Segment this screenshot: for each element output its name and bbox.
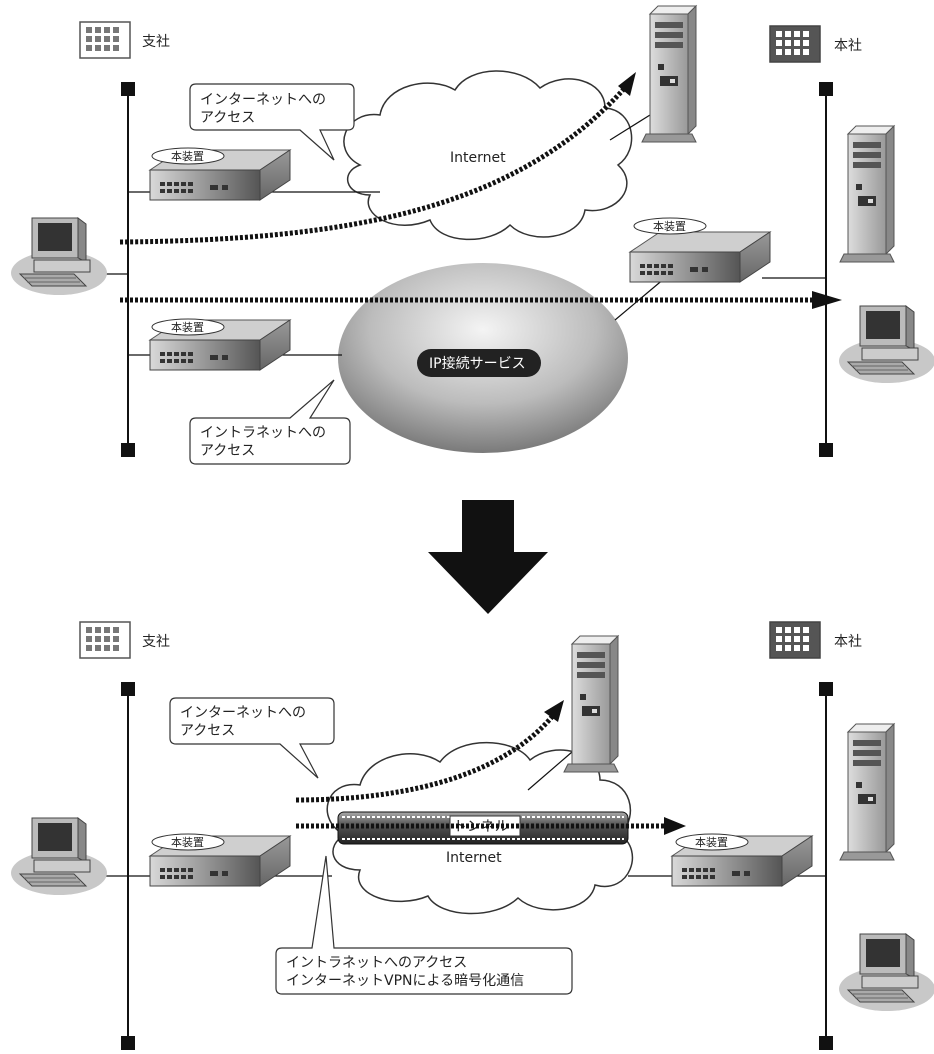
branch-building-icon — [79, 621, 131, 659]
top-branch-label: 支社 — [142, 34, 170, 50]
internet-cloud — [343, 70, 633, 241]
bottom-diagram: 支社 本社 Internet トンネル 本装置 本装置 — [10, 621, 934, 1050]
transition-arrow-icon — [428, 500, 548, 614]
top-hq-label: 本社 — [834, 38, 862, 54]
device-label-oval — [633, 217, 707, 235]
callout-intranet-access — [189, 379, 351, 465]
top-diagram: 支社 本社 Internet IP接続サービス 本装 — [10, 5, 934, 465]
device-label: 本装置 — [653, 219, 686, 233]
branch-building-icon — [79, 21, 131, 59]
ip-service-badge — [417, 349, 541, 377]
callout-line: イントラネットへのアクセス — [286, 955, 467, 971]
callout-internet-access — [189, 83, 355, 161]
callout-line: インターネットへの — [180, 705, 306, 721]
device-label-oval — [151, 833, 225, 851]
arrow-head — [664, 817, 686, 835]
device-label: 本装置 — [171, 835, 204, 849]
internet-server-icon — [641, 5, 697, 143]
callout-vpn — [275, 855, 573, 995]
device-label-oval — [151, 318, 225, 336]
bottom-hq-label: 本社 — [834, 634, 862, 650]
device-label: 本装置 — [695, 835, 728, 849]
internet-access-arrow — [119, 80, 632, 245]
internet-access-arrow — [295, 710, 558, 803]
hq-pc-icon — [838, 305, 934, 384]
lan-terminator — [819, 443, 833, 457]
lan-terminator — [121, 443, 135, 457]
bottom-cloud-label: Internet — [446, 850, 502, 866]
callout-line: アクセス — [200, 110, 255, 126]
device-label: 本装置 — [171, 149, 204, 163]
link-line — [609, 114, 651, 141]
lan-terminator — [819, 82, 833, 96]
branch-pc-icon — [10, 817, 108, 896]
ip-service-label: IP接続サービス — [429, 355, 526, 372]
device-label-oval — [675, 833, 749, 851]
device-label: 本装置 — [171, 320, 204, 334]
branch-pc-icon — [10, 217, 108, 296]
callout-line: イントラネットへの — [200, 425, 326, 441]
callout-line: アクセス — [200, 443, 255, 459]
callout-line: インターネットへの — [200, 92, 326, 108]
tunnel-label: トンネル — [453, 819, 509, 835]
bottom-branch-label: 支社 — [142, 634, 170, 650]
tunnel-badge — [449, 815, 521, 837]
link-line — [527, 751, 573, 791]
device-label-oval — [151, 147, 225, 165]
hq-pc-icon — [838, 933, 934, 1012]
arrow-head — [544, 700, 564, 722]
top-hq-device — [629, 231, 771, 283]
lan-terminator — [819, 1036, 833, 1050]
hq-server-icon — [839, 125, 895, 263]
hq-server-icon — [839, 723, 895, 861]
callout-line: アクセス — [180, 723, 235, 739]
lan-terminator — [121, 82, 135, 96]
hq-building-icon — [769, 25, 821, 63]
top-cloud-label: Internet — [450, 150, 506, 166]
hq-building-icon — [769, 621, 821, 659]
arrow-head — [812, 291, 842, 309]
callout-line: インターネットVPNによる暗号化通信 — [286, 973, 524, 989]
callout-internet-access — [169, 697, 335, 779]
lan-terminator — [121, 682, 135, 696]
internet-server-icon — [563, 635, 619, 773]
arrow-head — [618, 72, 636, 96]
lan-terminator — [819, 682, 833, 696]
lan-terminator — [121, 1036, 135, 1050]
